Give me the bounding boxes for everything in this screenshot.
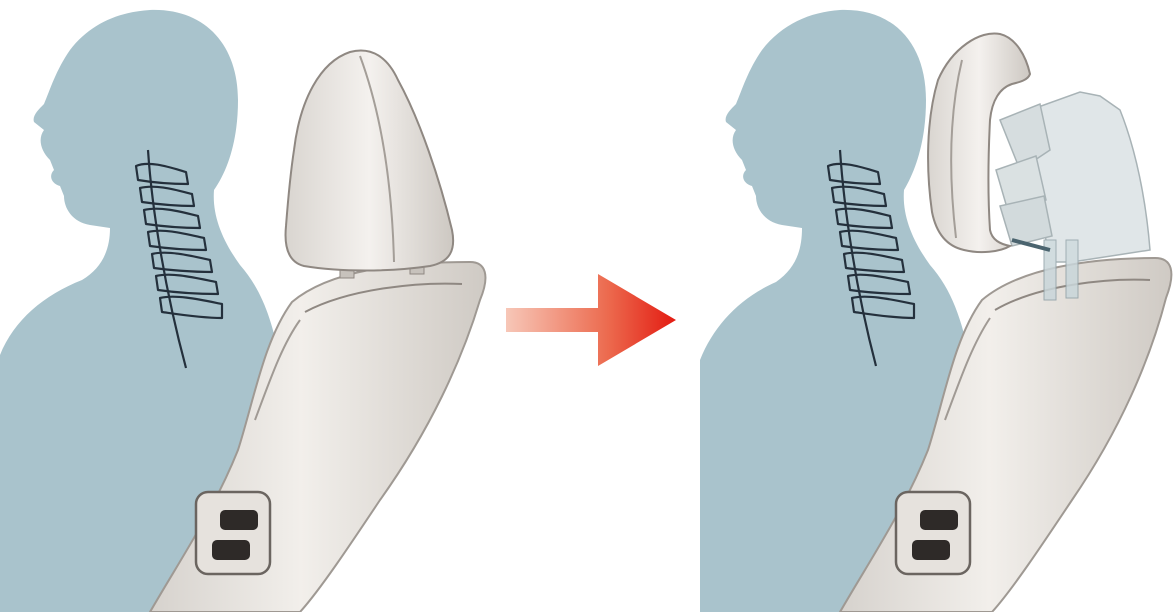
before-illustration: [0, 0, 500, 612]
panel-before: [0, 0, 500, 612]
transition-arrow: [500, 270, 680, 370]
arrow-right-icon: [500, 270, 680, 370]
seat-control-buttons-icon: [896, 492, 970, 574]
panel-after: [700, 0, 1173, 612]
after-illustration: [700, 0, 1173, 612]
headrest-icon: [286, 50, 454, 278]
seat-control-buttons-icon: [196, 492, 270, 574]
